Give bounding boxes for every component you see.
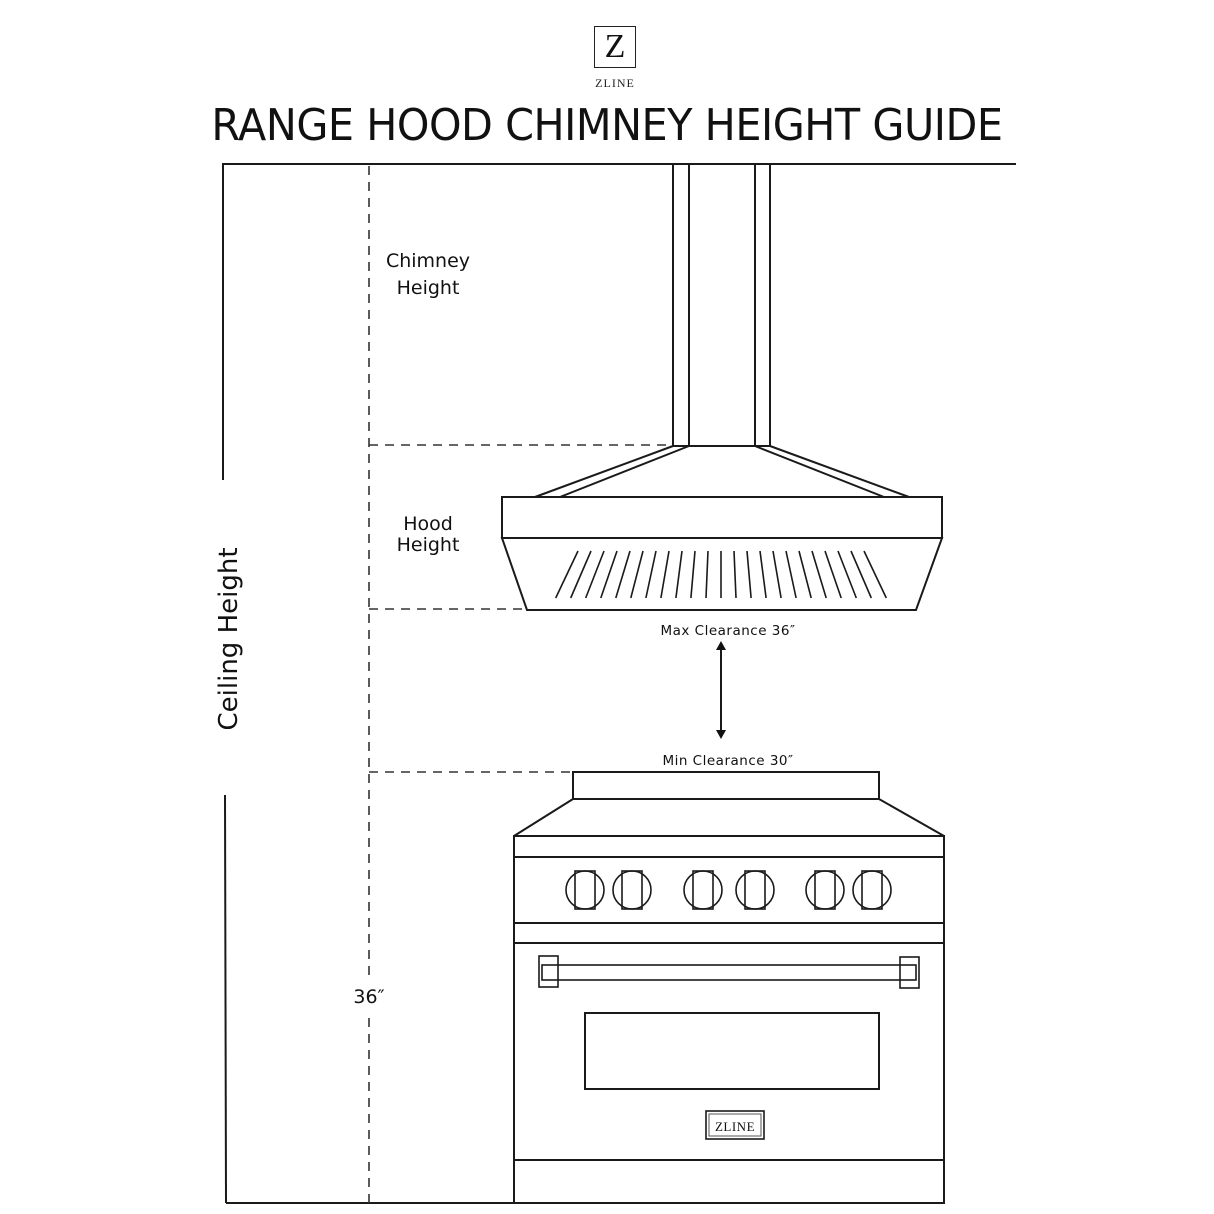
chimney-height-label-line1: Chimney: [386, 250, 470, 272]
vent-slat: [554, 550, 579, 599]
hood-vent-slats: [554, 550, 888, 599]
knob-icon: [805, 870, 845, 910]
vent-slat: [733, 550, 737, 599]
vent-slat: [615, 550, 631, 599]
vent-slat: [705, 550, 709, 599]
vent-slat: [772, 550, 782, 599]
page-title: RANGE HOOD CHIMNEY HEIGHT GUIDE: [211, 100, 1003, 151]
ceiling-height-label: Ceiling Height: [214, 547, 244, 730]
range-backsplash: [572, 771, 880, 800]
range-body: [513, 835, 945, 1204]
vent-slat: [798, 550, 812, 599]
knob-icon: [852, 870, 892, 910]
vent-slat: [569, 550, 592, 599]
arrow-down-icon: [716, 730, 726, 739]
chimney: [672, 165, 771, 447]
vent-slat: [837, 550, 858, 599]
knob-icon: [565, 870, 605, 910]
vent-slat: [690, 550, 696, 599]
oven-window: [584, 1012, 880, 1090]
ceiling-height-line-bottom: [224, 794, 227, 1204]
vent-slat: [850, 550, 873, 599]
min-clearance-label: Min Clearance 30″: [662, 753, 793, 769]
range-height-label: 36″: [353, 986, 384, 1008]
hood-height-label-line1: Hood: [403, 513, 453, 535]
vent-slat: [675, 550, 683, 599]
vent-slat: [811, 550, 827, 599]
hood-height-label-line2: Height: [397, 534, 460, 556]
vent-slat: [746, 550, 752, 599]
range-oven: ZLINE: [513, 771, 945, 1204]
knob-icon: [683, 870, 723, 910]
vent-slat: [824, 550, 842, 599]
range-hood: [500, 445, 944, 611]
vent-slat: [584, 550, 605, 599]
vent-slat: [863, 550, 888, 599]
badge-text: ZLINE: [715, 1119, 755, 1134]
vent-slat: [660, 550, 670, 599]
arrow-up-icon: [716, 641, 726, 650]
knob-icon: [735, 870, 775, 910]
logo-letter: Z: [604, 28, 626, 65]
range-knobs: [565, 870, 892, 910]
oven-handle: [538, 955, 920, 989]
logo-wordmark: ZLINE: [595, 76, 635, 90]
zline-logo: Z: [594, 26, 636, 68]
max-clearance-label: Max Clearance 36″: [660, 623, 795, 639]
knob-icon: [612, 870, 652, 910]
chimney-height-label-line2: Height: [397, 277, 460, 299]
vent-slat: [630, 550, 644, 599]
zline-badge: ZLINE: [705, 1110, 765, 1140]
clearance-arrow: [716, 641, 726, 739]
vent-slat: [759, 550, 767, 599]
vent-slat: [785, 550, 797, 599]
vent-slat: [645, 550, 657, 599]
vent-slat: [600, 550, 618, 599]
